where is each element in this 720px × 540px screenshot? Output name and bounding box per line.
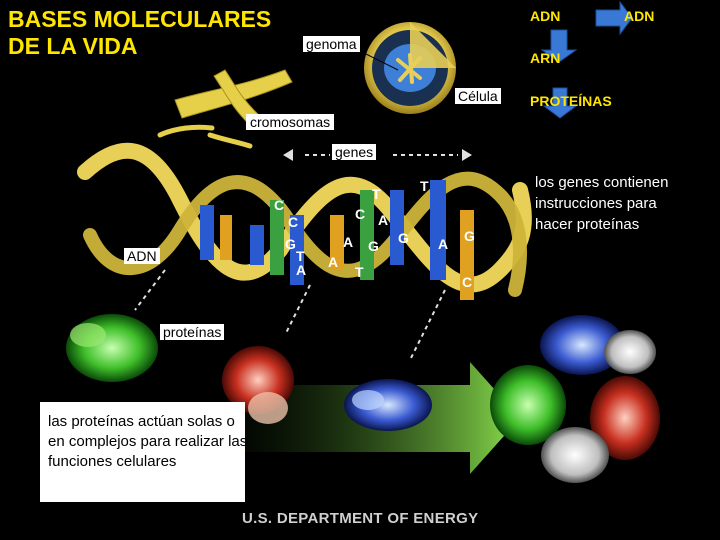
flow-proteinas: PROTEÍNAS: [530, 93, 612, 109]
base-letter: T: [355, 264, 364, 280]
dna-helix: [77, 142, 532, 300]
base-letter: A: [343, 234, 354, 250]
label-proteinas: proteínas: [160, 324, 225, 340]
base-letter: T: [372, 186, 381, 202]
flow-arrows: [540, 0, 633, 119]
base-letter: G: [398, 230, 409, 246]
chromosome-illustration: [157, 69, 293, 149]
base-letter: C: [355, 206, 366, 222]
footer-credit: U.S. DEPARTMENT OF ENERGY: [242, 510, 479, 527]
base-letter: C: [288, 214, 299, 230]
base-letter: T: [296, 248, 305, 264]
genes-arrowhead-left: [283, 149, 293, 161]
title-line-1: BASES MOLECULARES: [8, 6, 272, 32]
genoma-pointer: [361, 51, 399, 71]
protein-blue: [344, 379, 432, 431]
base-letter: C: [274, 197, 285, 213]
cell-illustration: [364, 22, 456, 114]
protein-red: [222, 346, 294, 424]
protein-green: [66, 314, 158, 382]
title-line-2: DE LA VIDA: [8, 33, 138, 59]
protein-complex: [490, 315, 660, 483]
base-letter: G: [464, 228, 475, 244]
base-letter: A: [296, 262, 307, 278]
base-letter: C: [462, 274, 473, 290]
flow-adn-right: ADN: [624, 8, 655, 24]
base-letter: T: [420, 178, 429, 194]
base-letter: A: [438, 236, 449, 252]
proteins-note: las proteínas actúan solas o en complejo…: [48, 413, 248, 470]
label-cromosomas: cromosomas: [246, 114, 335, 130]
base-pair-rungs: [200, 180, 474, 300]
base-letter: G: [285, 236, 296, 252]
base-letter: A: [378, 212, 389, 228]
label-genes: genes: [332, 144, 377, 160]
label-genoma: genoma: [303, 36, 360, 52]
bottom-note-panel: [40, 402, 245, 502]
dashed-arrows: [134, 154, 458, 361]
flow-adn-left: ADN: [530, 8, 561, 24]
genes-arrowhead-right: [462, 149, 472, 161]
base-letter: G: [368, 238, 379, 254]
base-letter: A: [328, 254, 339, 270]
label-adn: ADN: [124, 248, 160, 264]
label-celula: Célula: [455, 88, 501, 104]
slide-title: BASES MOLECULARES DE LA VIDA: [8, 6, 271, 60]
flow-arn: ARN: [530, 50, 561, 66]
genes-note: los genes contienen instrucciones para h…: [535, 174, 669, 233]
